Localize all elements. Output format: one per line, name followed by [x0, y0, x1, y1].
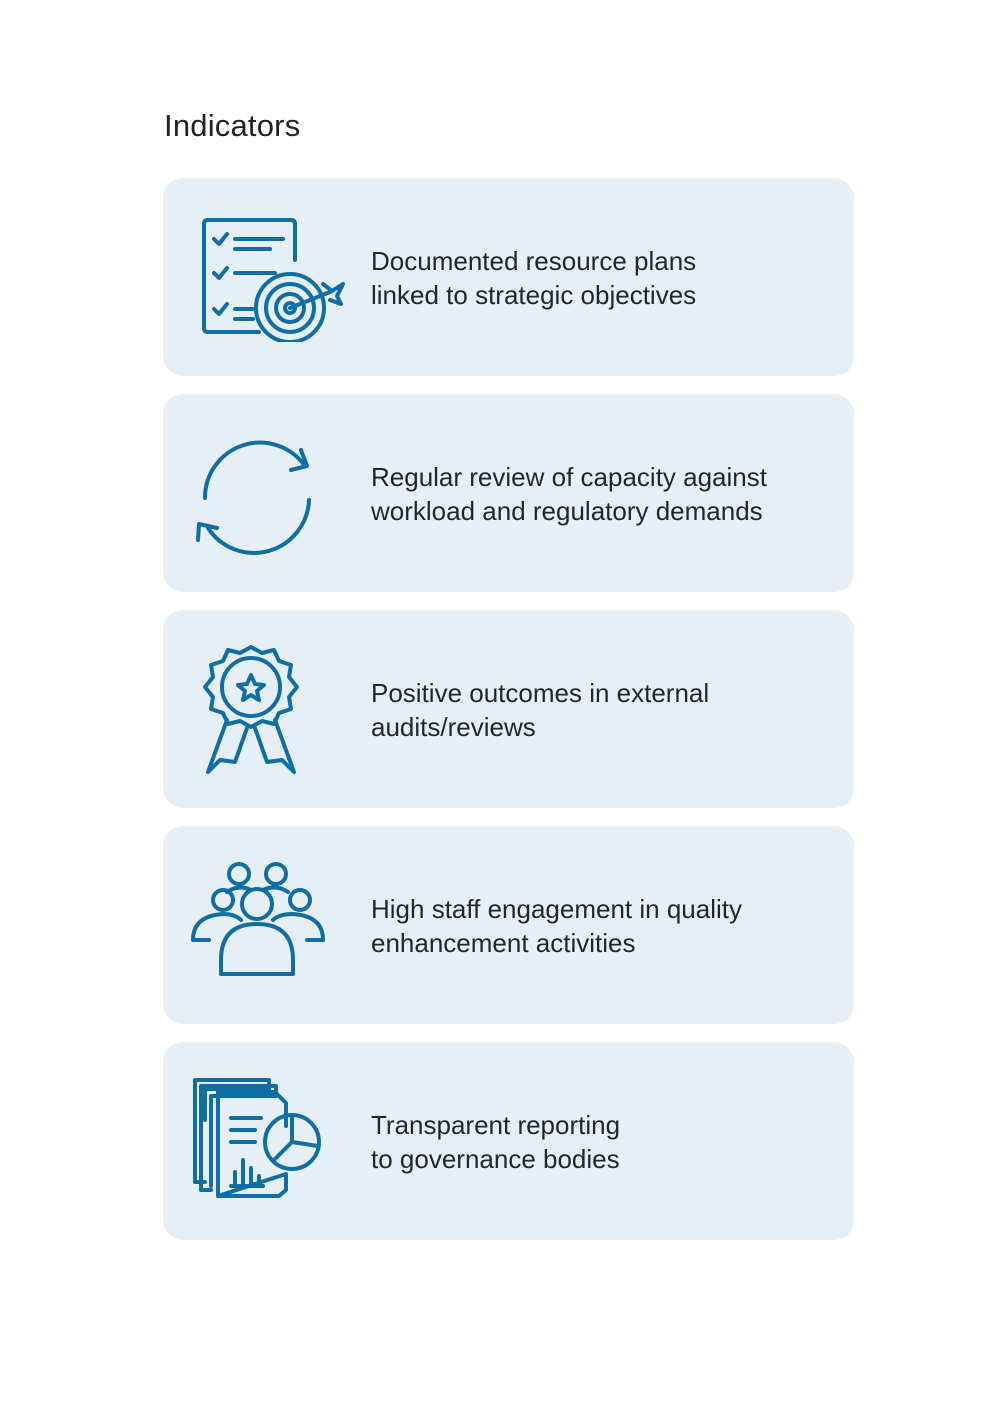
indicator-card-staff-engagement: High staff engagement in quality enhance…	[163, 826, 854, 1024]
indicator-text: Regular review of capacity against workl…	[371, 462, 767, 526]
checklist-target-icon	[175, 212, 345, 342]
indicator-card-audit-outcomes: Positive outcomes in external audits/rev…	[163, 610, 854, 808]
indicator-card-transparent-reporting: Transparent reporting to governance bodi…	[163, 1042, 854, 1240]
indicator-list: Documented resource plans linked to stra…	[163, 178, 854, 1258]
indicator-card-capacity-review: Regular review of capacity against workl…	[163, 394, 854, 592]
award-ribbon-icon	[175, 644, 345, 774]
indicator-text: Documented resource plans linked to stra…	[371, 246, 697, 310]
team-people-icon	[175, 860, 345, 990]
indicator-card-resource-plans: Documented resource plans linked to stra…	[163, 178, 854, 376]
page-title: Indicators	[164, 108, 301, 143]
report-documents-icon	[175, 1076, 345, 1206]
indicator-text: Transparent reporting to governance bodi…	[371, 1110, 621, 1174]
indicator-text: High staff engagement in quality enhance…	[371, 894, 742, 958]
refresh-cycle-icon	[175, 428, 345, 558]
indicator-text: Positive outcomes in external audits/rev…	[371, 678, 710, 742]
